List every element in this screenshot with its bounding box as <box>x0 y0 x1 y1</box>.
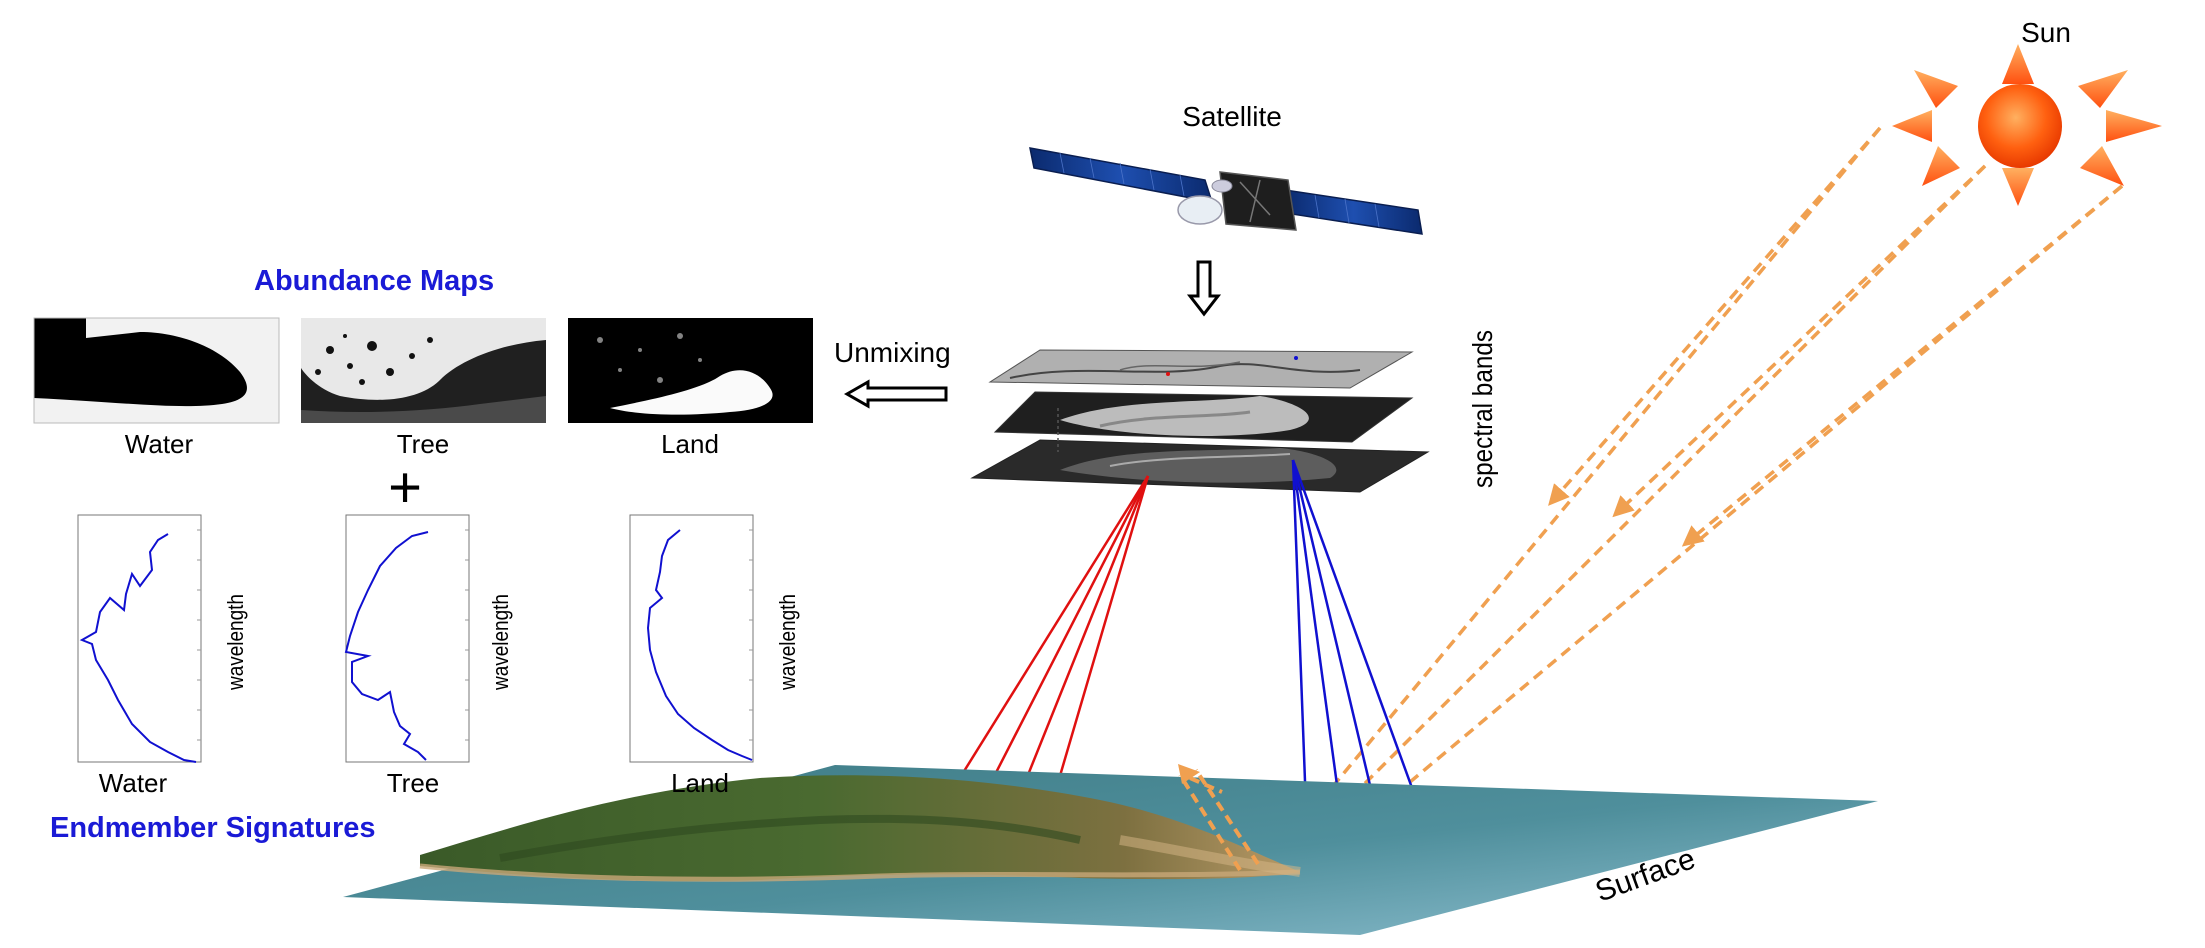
endmember-axis-label-tree: wavelength <box>488 594 513 691</box>
endmember-plot-land <box>629 514 754 763</box>
endmember-label-tree: Tree <box>387 768 440 798</box>
endmember-plot-tree <box>344 514 470 763</box>
abundance-map-tree <box>301 318 546 423</box>
blue-pixel-beam <box>1291 459 1433 842</box>
down-arrow-icon <box>1186 260 1222 317</box>
abundance-label-tree: Tree <box>397 429 450 459</box>
solar-rays <box>1268 126 2124 882</box>
plus-sign: + <box>388 455 422 520</box>
endmember-signatures-title: Endmember Signatures <box>50 812 376 844</box>
satellite-icon <box>1029 147 1423 235</box>
spectral-band-stack <box>970 349 1430 493</box>
unmixing-label: Unmixing <box>834 337 951 368</box>
sun-label: Sun <box>2021 17 2071 48</box>
abundance-maps-title: Abundance Maps <box>254 265 494 297</box>
surface-image <box>343 765 1878 935</box>
sun-icon <box>1892 44 2162 206</box>
endmember-plot-water <box>77 514 202 763</box>
left-arrow-icon <box>843 379 948 409</box>
spectral-band-layer-middle <box>993 391 1414 443</box>
abundance-label-water: Water <box>125 429 194 459</box>
endmember-label-water: Water <box>99 768 168 798</box>
reflection-arrowhead-icon <box>1178 764 1200 784</box>
endmember-axis-label-land: wavelength <box>775 594 800 691</box>
spectral-bands-label: spectral bands <box>1467 330 1498 488</box>
endmember-axis-label-water: wavelength <box>223 594 248 691</box>
spectral-band-layer-top <box>988 349 1414 389</box>
satellite-label: Satellite <box>1182 101 1282 132</box>
spectral-band-layer-bottom <box>970 439 1430 493</box>
abundance-map-land <box>568 318 813 423</box>
reflection-arrows <box>1178 768 1260 872</box>
abundance-label-land: Land <box>661 429 719 459</box>
abundance-map-water <box>33 317 280 424</box>
endmember-label-land: Land <box>671 768 729 798</box>
